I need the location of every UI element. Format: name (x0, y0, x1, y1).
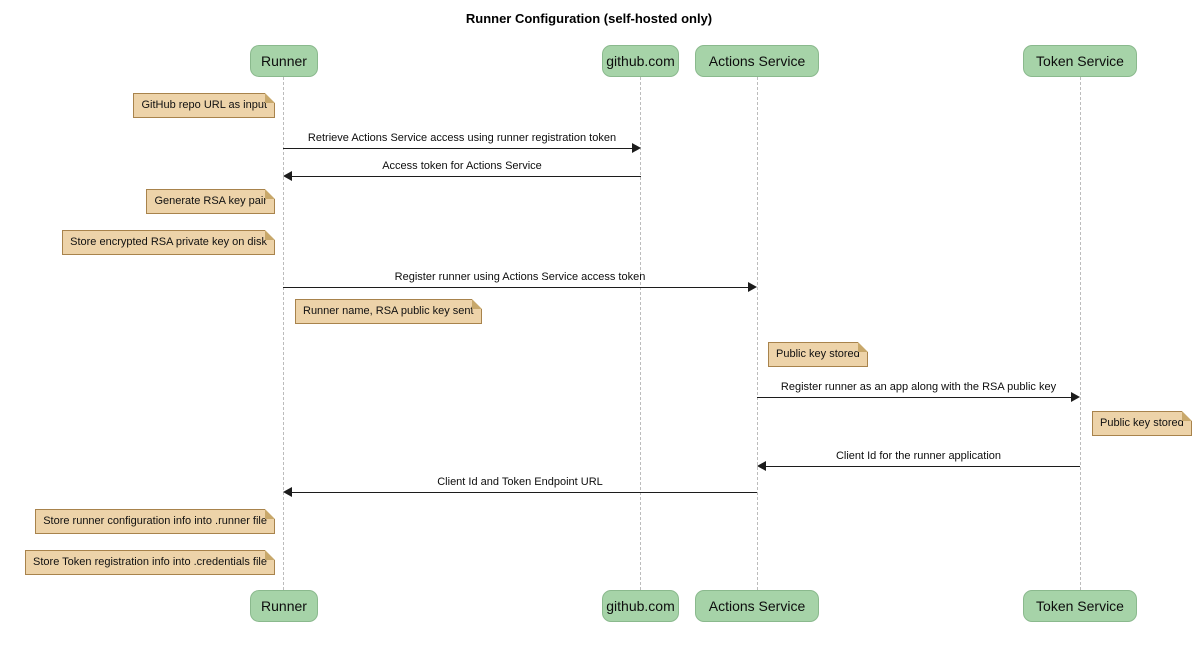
message-label: Register runner using Actions Service ac… (394, 271, 646, 283)
lifeline-runner (283, 77, 284, 590)
arrowhead-right-icon (748, 282, 757, 292)
arrowhead-right-icon (1071, 392, 1080, 402)
participant-runner-top: Runner (250, 45, 318, 77)
note-github-repo-url: GitHub repo URL as input (133, 93, 275, 118)
message-line (283, 148, 632, 149)
arrowhead-right-icon (632, 143, 641, 153)
participant-actions-service-top: Actions Service (695, 45, 819, 77)
message-line (766, 466, 1080, 467)
message-line (292, 176, 641, 177)
participant-github-top: github.com (602, 45, 679, 77)
arrowhead-left-icon (757, 461, 766, 471)
note-store-runner-file: Store runner configuration info into .ru… (35, 509, 275, 534)
message-label: Register runner as an app along with the… (780, 381, 1057, 393)
lifeline-actions-service (757, 77, 758, 590)
message-label: Client Id for the runner application (835, 450, 1002, 462)
message-label: Retrieve Actions Service access using ru… (307, 132, 617, 144)
lifeline-github (640, 77, 641, 590)
participant-actions-service-bottom: Actions Service (695, 590, 819, 622)
participant-token-service-bottom: Token Service (1023, 590, 1137, 622)
message-line (757, 397, 1071, 398)
diagram-title: Runner Configuration (self-hosted only) (465, 11, 713, 26)
participant-github-bottom: github.com (602, 590, 679, 622)
message-line (283, 287, 748, 288)
note-public-key-stored-token: Public key stored (1092, 411, 1192, 436)
note-runner-name-public-key-sent: Runner name, RSA public key sent (295, 299, 482, 324)
note-public-key-stored-actions: Public key stored (768, 342, 868, 367)
arrowhead-left-icon (283, 171, 292, 181)
note-store-credentials-file: Store Token registration info into .cred… (25, 550, 275, 575)
participant-token-service-top: Token Service (1023, 45, 1137, 77)
note-generate-rsa-key-pair: Generate RSA key pair (146, 189, 275, 214)
arrowhead-left-icon (283, 487, 292, 497)
lifeline-token-service (1080, 77, 1081, 590)
note-store-encrypted-private-key: Store encrypted RSA private key on disk (62, 230, 275, 255)
message-label: Client Id and Token Endpoint URL (437, 476, 603, 488)
message-line (292, 492, 757, 493)
participant-runner-bottom: Runner (250, 590, 318, 622)
message-label: Access token for Actions Service (382, 160, 542, 172)
